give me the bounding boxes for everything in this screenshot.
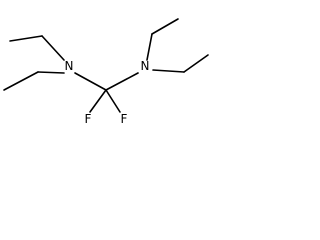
bond-carbon-f-left — [89, 89, 107, 113]
bond-n-left-ethyl-lower-a — [37, 71, 65, 74]
bond-carbon-f-right — [105, 89, 121, 113]
bond-ethyl-upper-left-b — [9, 35, 43, 42]
bond-ethyl-lower-right-b — [183, 54, 209, 73]
bond-n-right-ethyl-lower-a — [152, 69, 185, 73]
atom-f-left: F — [85, 112, 92, 126]
bond-n-left-central-carbon — [74, 72, 107, 91]
bond-ethyl-upper-right-b — [151, 18, 179, 35]
bond-central-carbon-n-right — [105, 72, 139, 91]
atom-f-right: F — [121, 112, 128, 126]
bond-n-left-ethyl-upper-a — [41, 35, 65, 61]
structural-formula: N N F F — [3, 18, 209, 126]
atom-n-right: N — [141, 59, 150, 73]
bond-ethyl-lower-left-b — [3, 71, 39, 91]
atom-n-left: N — [65, 59, 74, 73]
bond-n-right-ethyl-upper-a — [146, 33, 153, 61]
